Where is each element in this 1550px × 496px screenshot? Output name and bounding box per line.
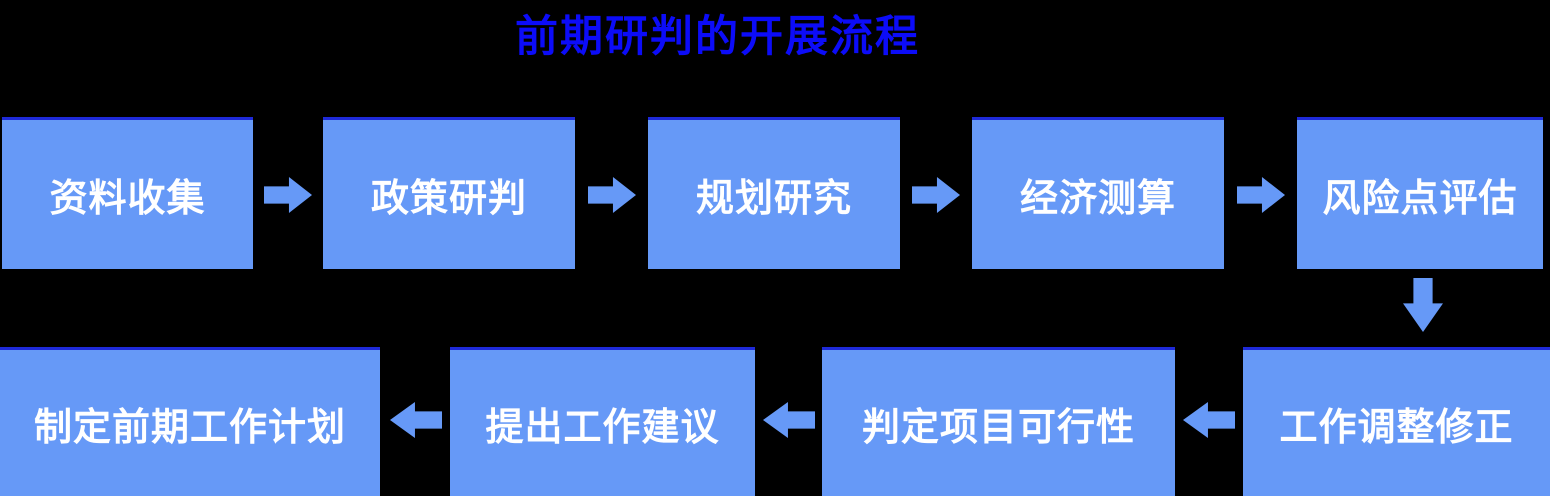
arrow-right-icon	[588, 177, 636, 213]
arrow-right-icon	[912, 177, 960, 213]
step-work-adjustment: 工作调整修正	[1243, 347, 1550, 496]
arrow-right-icon	[264, 177, 312, 213]
arrow-left-icon	[1183, 402, 1235, 438]
page-title: 前期研判的开展流程	[515, 12, 920, 62]
step-preliminary-work-plan: 制定前期工作计划	[0, 347, 380, 496]
arrow-right-icon	[1237, 177, 1285, 213]
arrow-down-icon	[1403, 278, 1443, 332]
arrow-left-icon	[763, 402, 815, 438]
step-risk-assessment: 风险点评估	[1297, 117, 1543, 269]
arrow-left-icon	[390, 402, 442, 438]
step-planning-research: 规划研究	[648, 117, 900, 269]
step-work-suggestion: 提出工作建议	[450, 347, 755, 496]
step-data-collection: 资料收集	[2, 117, 253, 269]
step-policy-analysis: 政策研判	[323, 117, 575, 269]
step-economic-calculation: 经济测算	[972, 117, 1224, 269]
step-feasibility-judgment: 判定项目可行性	[822, 347, 1175, 496]
